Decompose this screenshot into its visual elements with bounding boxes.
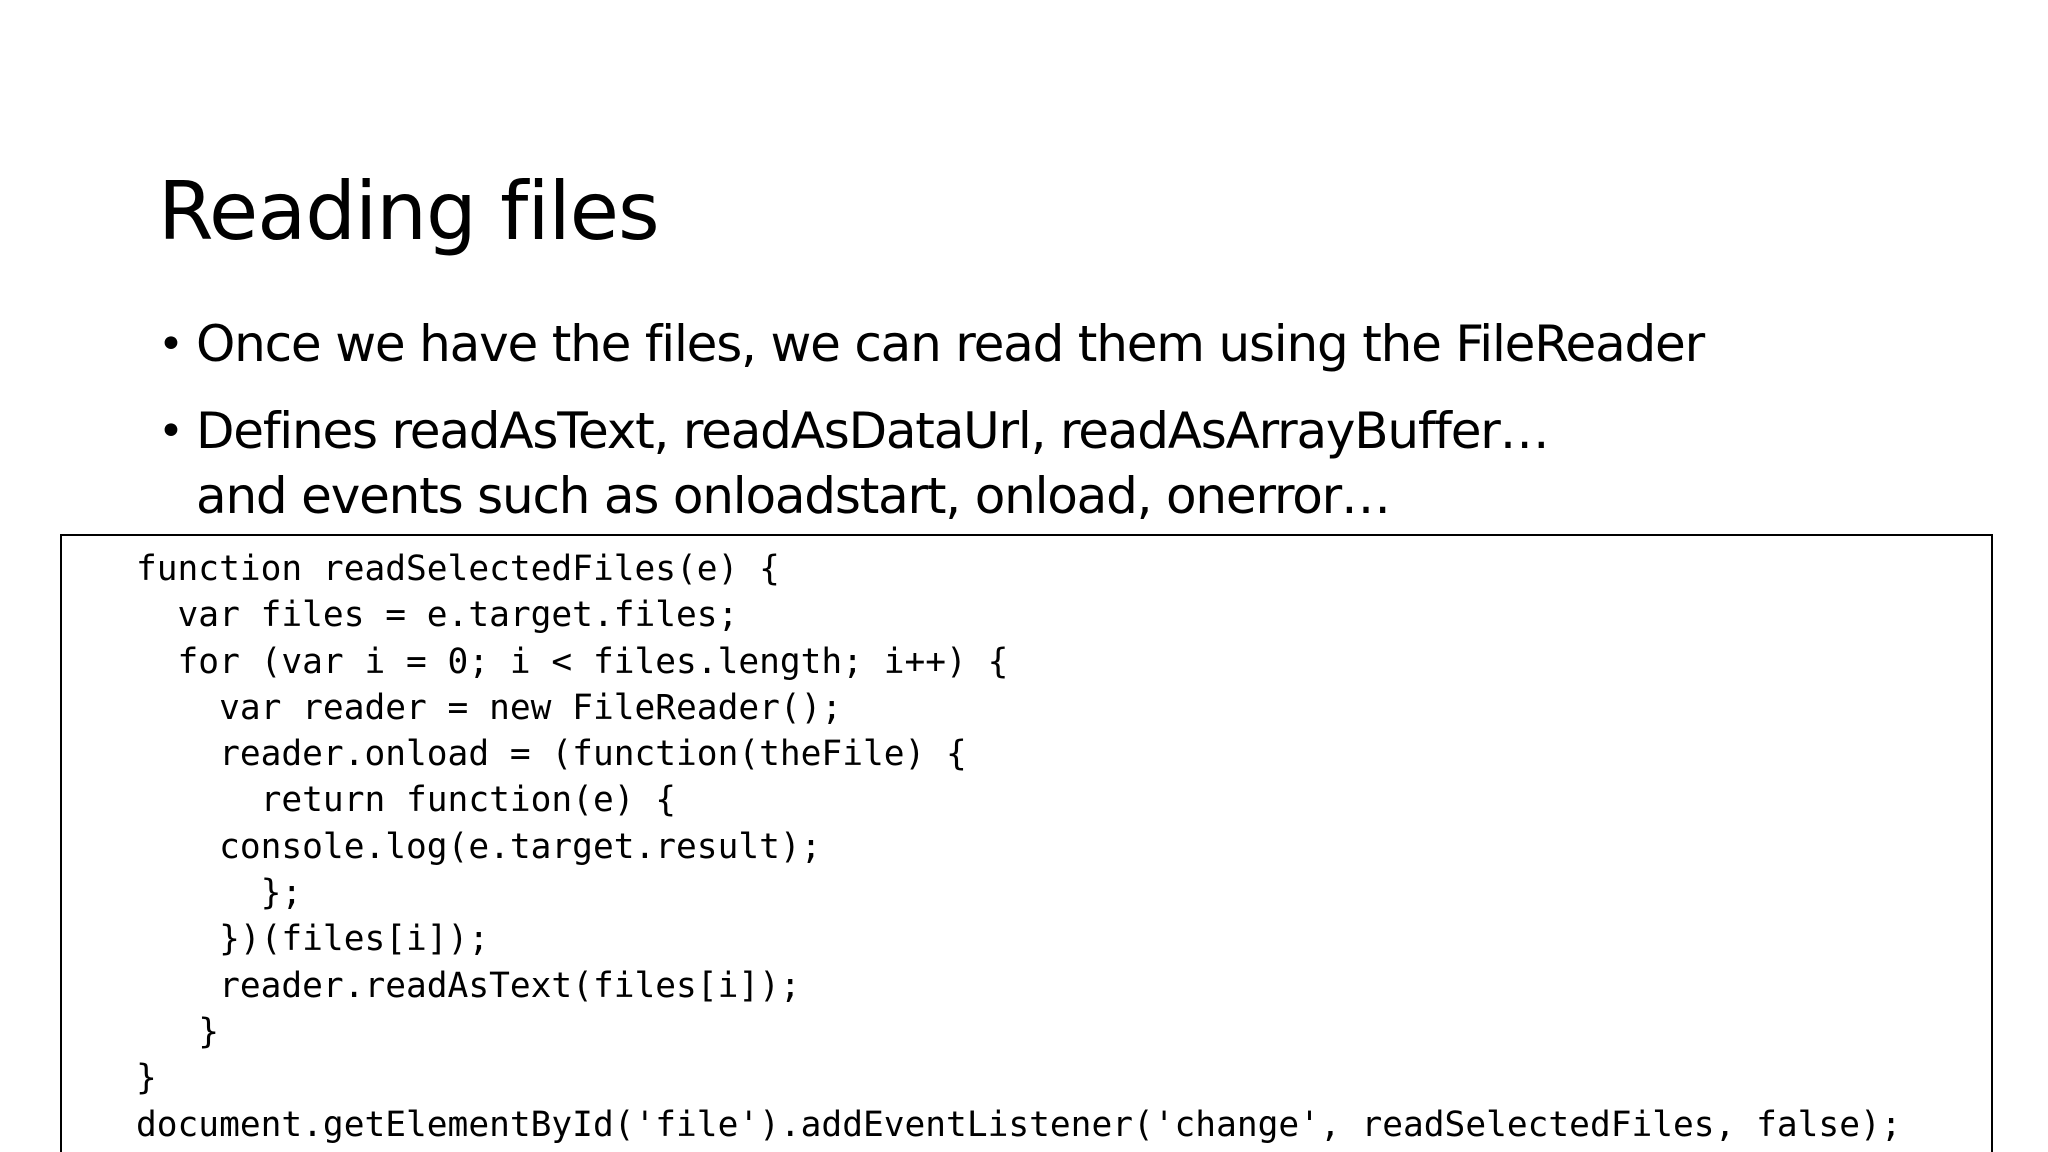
- code-line: console.log(e.target.result);: [136, 826, 822, 867]
- code-line: }: [136, 1058, 157, 1099]
- code-line: document.getElementById('file').addEvent…: [136, 1104, 1902, 1145]
- code-line: var files = e.target.files;: [136, 595, 739, 636]
- code-line: })(files[i]);: [136, 919, 490, 960]
- code-line: };: [136, 873, 303, 914]
- bullet-text: Once we have the files, we can read them…: [196, 315, 1705, 373]
- bullet-text: Defines readAsText, readAsDataUrl, readA…: [196, 402, 1550, 460]
- slide-title: Reading files: [158, 164, 660, 258]
- bullet-list: • Once we have the files, we can read th…: [158, 312, 1998, 529]
- code-listing: function readSelectedFiles(e) { var file…: [136, 546, 1902, 1148]
- bullet-text-continuation: and events such as onloadstart, onload, …: [196, 467, 1391, 525]
- code-line: var reader = new FileReader();: [136, 687, 843, 728]
- code-line: reader.onload = (function(theFile) {: [136, 734, 967, 775]
- code-line: function readSelectedFiles(e) {: [136, 549, 780, 589]
- bullet-dot-icon: •: [158, 406, 184, 457]
- bullet-item: • Defines readAsText, readAsDataUrl, rea…: [158, 399, 1998, 529]
- bullet-item: • Once we have the files, we can read th…: [158, 312, 1998, 377]
- code-line: }: [136, 1011, 220, 1052]
- code-block: function readSelectedFiles(e) { var file…: [60, 534, 1993, 1152]
- code-line: return function(e) {: [136, 780, 677, 821]
- bullet-dot-icon: •: [158, 319, 184, 370]
- code-line: for (var i = 0; i < files.length; i++) {: [136, 641, 1009, 682]
- code-line: reader.readAsText(files[i]);: [136, 965, 801, 1006]
